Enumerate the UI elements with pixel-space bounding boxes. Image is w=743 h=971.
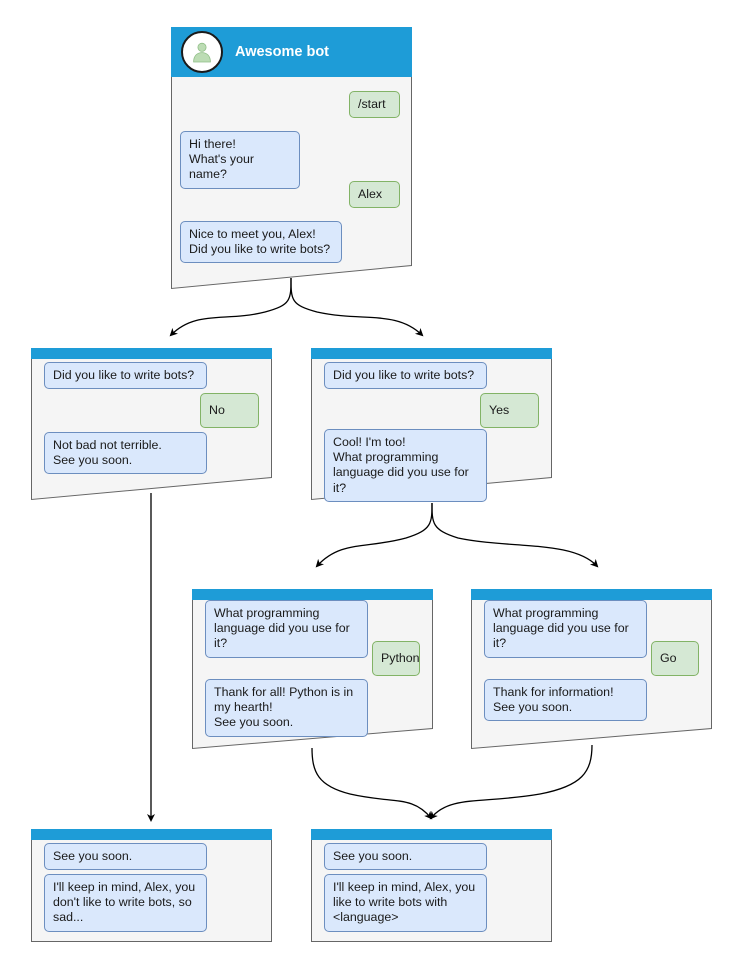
end-sad-node[interactable]: See you soon. I'll keep in mind, Alex, y… [31,829,272,942]
message-bubble-bot: Cool! I'm too! What programming language… [324,429,487,502]
yes-branch-node-header [311,348,552,359]
start-node-title: Awesome bot [235,44,330,60]
message-bubble-bot: Thank for all! Python is in my hearth! S… [205,679,368,737]
message-bubble-bot: Did you like to write bots? [44,362,207,390]
edge-yes-to-python [315,502,433,568]
message-bubble-user: Yes [480,393,539,429]
end-happy-node[interactable]: See you soon. I'll keep in mind, Alex, y… [311,829,552,942]
message-bubble-bot: Not bad not terrible. See you soon. [44,432,207,475]
message-bubble-bot: I'll keep in mind, Alex, you like to wri… [324,874,487,932]
end-happy-node-header [311,829,552,840]
message-bubble-bot: What programming language did you use fo… [484,600,647,658]
message-bubble-user: No [200,393,259,429]
edge-go-to-end-happy [429,744,593,820]
start-node-header: Awesome bot [171,27,412,77]
message-bubble-bot: I'll keep in mind, Alex, you don't like … [44,874,207,932]
message-bubble-bot: See you soon. [324,843,487,871]
person-avatar-icon [181,31,223,73]
go-branch-node-header [471,589,712,600]
end-sad-node-header [31,829,272,840]
message-bubble-bot: What programming language did you use fo… [205,600,368,658]
edge-python-to-end-happy [311,747,433,820]
message-bubble-user: Python [372,641,420,677]
no-branch-node-header [31,348,272,359]
yes-branch-node[interactable]: Did you like to write bots? Yes Cool! I'… [311,348,552,502]
message-bubble-user: Go [651,641,699,677]
python-branch-node-header [192,589,433,600]
go-branch-node[interactable]: What programming language did you use fo… [471,589,712,750]
message-bubble-bot: Nice to meet you, Alex! Did you like to … [180,221,342,264]
start-node[interactable]: Awesome bot /start Hi there! What's your… [171,27,412,290]
message-bubble-bot: See you soon. [44,843,207,871]
no-branch-node[interactable]: Did you like to write bots? No Not bad n… [31,348,272,501]
python-branch-node[interactable]: What programming language did you use fo… [192,589,433,750]
message-bubble-user: Alex [349,181,400,209]
message-bubble-user: /start [349,91,400,119]
message-bubble-bot: Thank for information! See you soon. [484,679,647,722]
message-bubble-bot: Did you like to write bots? [324,362,487,390]
edge-yes-to-go [431,502,599,568]
message-bubble-bot: Hi there! What's your name? [180,131,300,189]
